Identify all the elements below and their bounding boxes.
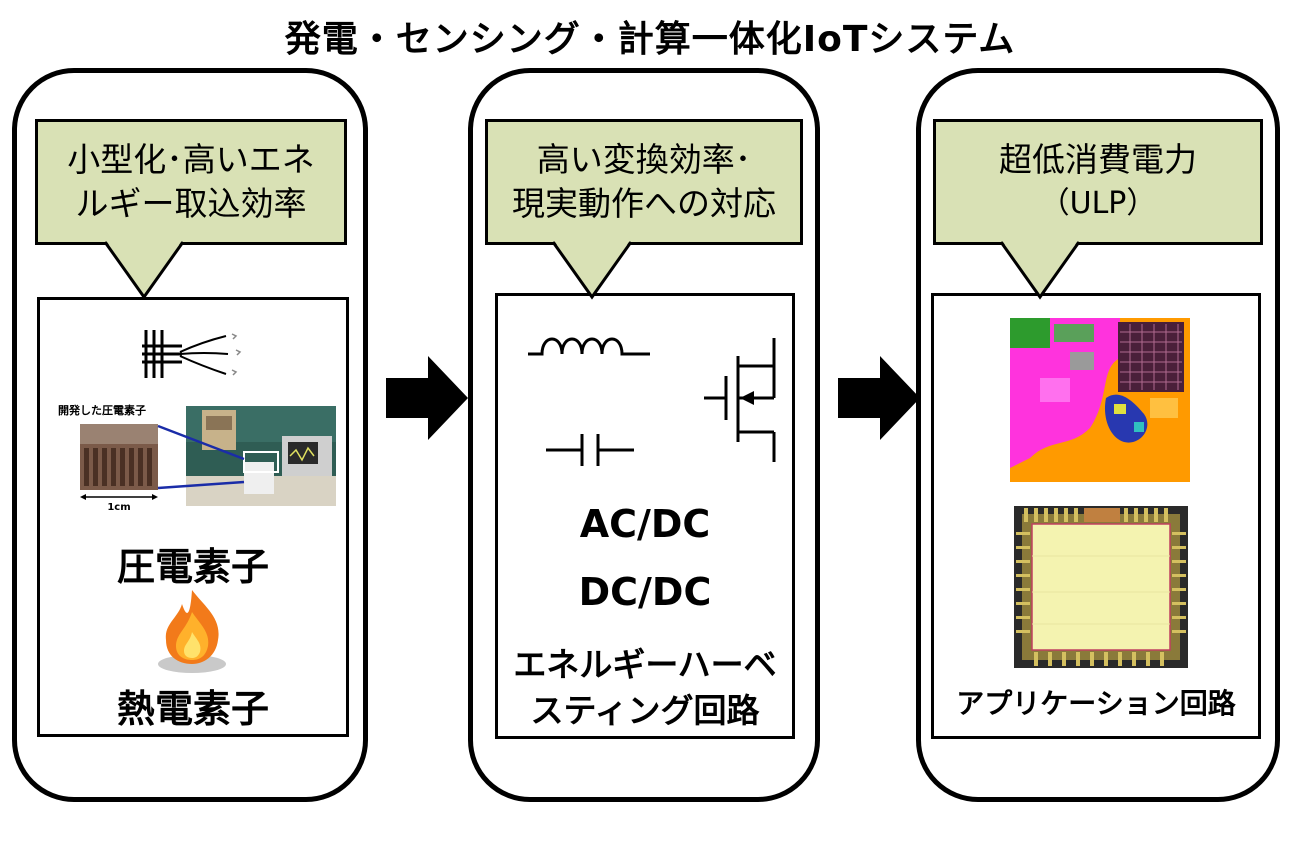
harvesting-circuit-label: エネルギーハーベ スティング回路 bbox=[498, 642, 792, 734]
callout-line-2: （ULP） bbox=[1039, 186, 1157, 221]
callout-circuit: 高い変換効率･ 現実動作への対応 bbox=[485, 119, 803, 245]
panel-application-circuit: 超低消費電力 （ULP） bbox=[916, 68, 1280, 802]
inductor-icon bbox=[528, 337, 650, 356]
circuit-box: AC/DC DC/DC エネルギーハーベ スティング回路 bbox=[495, 293, 795, 739]
lab-setup-photo bbox=[186, 406, 336, 506]
thermo-element-label: 熱電素子 bbox=[116, 687, 269, 731]
chip-layout-image bbox=[1010, 318, 1190, 482]
scale-bar bbox=[80, 494, 158, 500]
piezo-element-label: 圧電素子 bbox=[116, 545, 269, 589]
right-arrow-icon bbox=[838, 356, 920, 440]
application-circuit-label: アプリケーション回路 bbox=[956, 687, 1236, 720]
right-arrow-icon bbox=[386, 356, 468, 440]
devices-box: 開発した圧電素子 bbox=[37, 297, 349, 737]
callout-tail bbox=[553, 239, 631, 300]
piezo-symbol-icon bbox=[142, 330, 242, 378]
scale-label: 1cm bbox=[107, 502, 131, 513]
photo-caption: 開発した圧電素子 bbox=[58, 404, 146, 417]
callout-line-2: ルギー取込効率 bbox=[75, 184, 307, 223]
callout-line-2: 現実動作への対応 bbox=[512, 184, 776, 223]
callout-tail bbox=[1001, 239, 1079, 300]
ac-dc-label: AC/DC bbox=[579, 502, 711, 546]
callout-ulp: 超低消費電力 （ULP） bbox=[933, 119, 1263, 245]
callout-line-1: 高い変換効率･ bbox=[536, 140, 752, 179]
chip-die-image bbox=[1014, 506, 1188, 668]
callout-line-1: 超低消費電力 bbox=[999, 140, 1197, 179]
piezo-device-photo bbox=[80, 424, 158, 490]
diagram-title: 発電・センシング・計算一体化IoTシステム bbox=[284, 19, 1016, 60]
flame-icon bbox=[158, 590, 226, 673]
mosfet-icon bbox=[704, 338, 776, 462]
capacitor-icon bbox=[546, 434, 634, 466]
panel-harvester-devices: 小型化･高いエネ ルギー取込効率 開発した圧電素子 bbox=[12, 68, 368, 802]
application-box: アプリケーション回路 bbox=[931, 293, 1261, 739]
harvesting-label-line-2: スティング回路 bbox=[530, 691, 760, 730]
connector-lines bbox=[157, 424, 245, 490]
harvesting-label-line-1: エネルギーハーベ bbox=[513, 645, 777, 684]
callout-line-1: 小型化･高いエネ bbox=[67, 140, 315, 179]
callout-devices: 小型化･高いエネ ルギー取込効率 bbox=[35, 119, 347, 245]
callout-tail bbox=[105, 239, 183, 300]
dc-dc-label: DC/DC bbox=[578, 570, 712, 614]
panel-harvesting-circuit: 高い変換効率･ 現実動作への対応 bbox=[468, 68, 820, 802]
